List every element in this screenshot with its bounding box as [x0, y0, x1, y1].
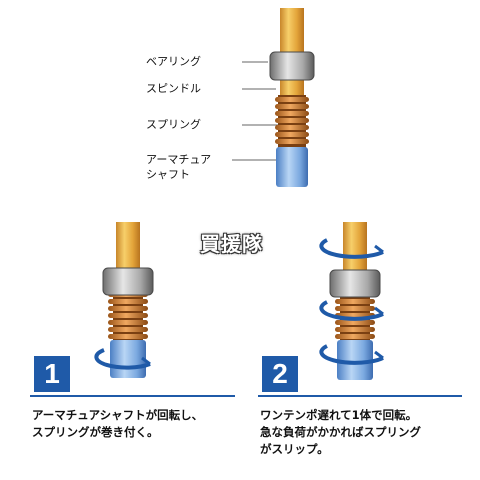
label-spring: スプリング [146, 118, 201, 131]
step-2-caption-line3: がスリップ。 [260, 442, 329, 456]
top-assembly [269, 8, 315, 187]
p1-rotation-arrow-icon [94, 348, 151, 370]
p1-bearing [102, 267, 154, 296]
panel1-assembly [94, 222, 154, 378]
step-1-caption: アーマチュアシャフトが回転し、 スプリングが巻き付く。 [32, 407, 203, 441]
watermark-logo: 買援隊 [200, 232, 263, 256]
step-2-number: 2 [262, 356, 298, 392]
label-armature-line2: シャフト [146, 168, 190, 181]
step-2-caption-line2: 急な負荷がかかればスプリング [260, 425, 421, 439]
step-1-caption-line2: スプリングが巻き付く。 [32, 425, 159, 439]
p2-rotation-arrows-icon [319, 238, 384, 365]
panel2-assembly [319, 222, 384, 380]
leader-lines [232, 61, 278, 161]
label-spindle: スピンドル [146, 82, 201, 95]
p2-bearing [329, 269, 381, 298]
p1-armature-shaft [110, 340, 146, 378]
step-1-caption-line1: アーマチュアシャフトが回転し、 [32, 408, 204, 422]
step-2-caption: ワンテンポ遅れて1体で回転。 急な負荷がかかればスプリング がスリップ。 [260, 407, 421, 458]
p1-spring-coils [108, 292, 148, 339]
top-bearing [269, 51, 315, 81]
p2-armature-shaft [337, 340, 373, 380]
label-bearing: ベアリング [146, 55, 201, 68]
p2-spring-coils [335, 292, 375, 339]
top-armature-shaft [276, 147, 308, 187]
label-armature-line1: アーマチュア [146, 153, 212, 166]
step-2-caption-line1: ワンテンポ遅れて1体で回転。 [260, 408, 418, 422]
top-spring-coils [275, 97, 309, 144]
step-1-number: 1 [34, 356, 70, 392]
